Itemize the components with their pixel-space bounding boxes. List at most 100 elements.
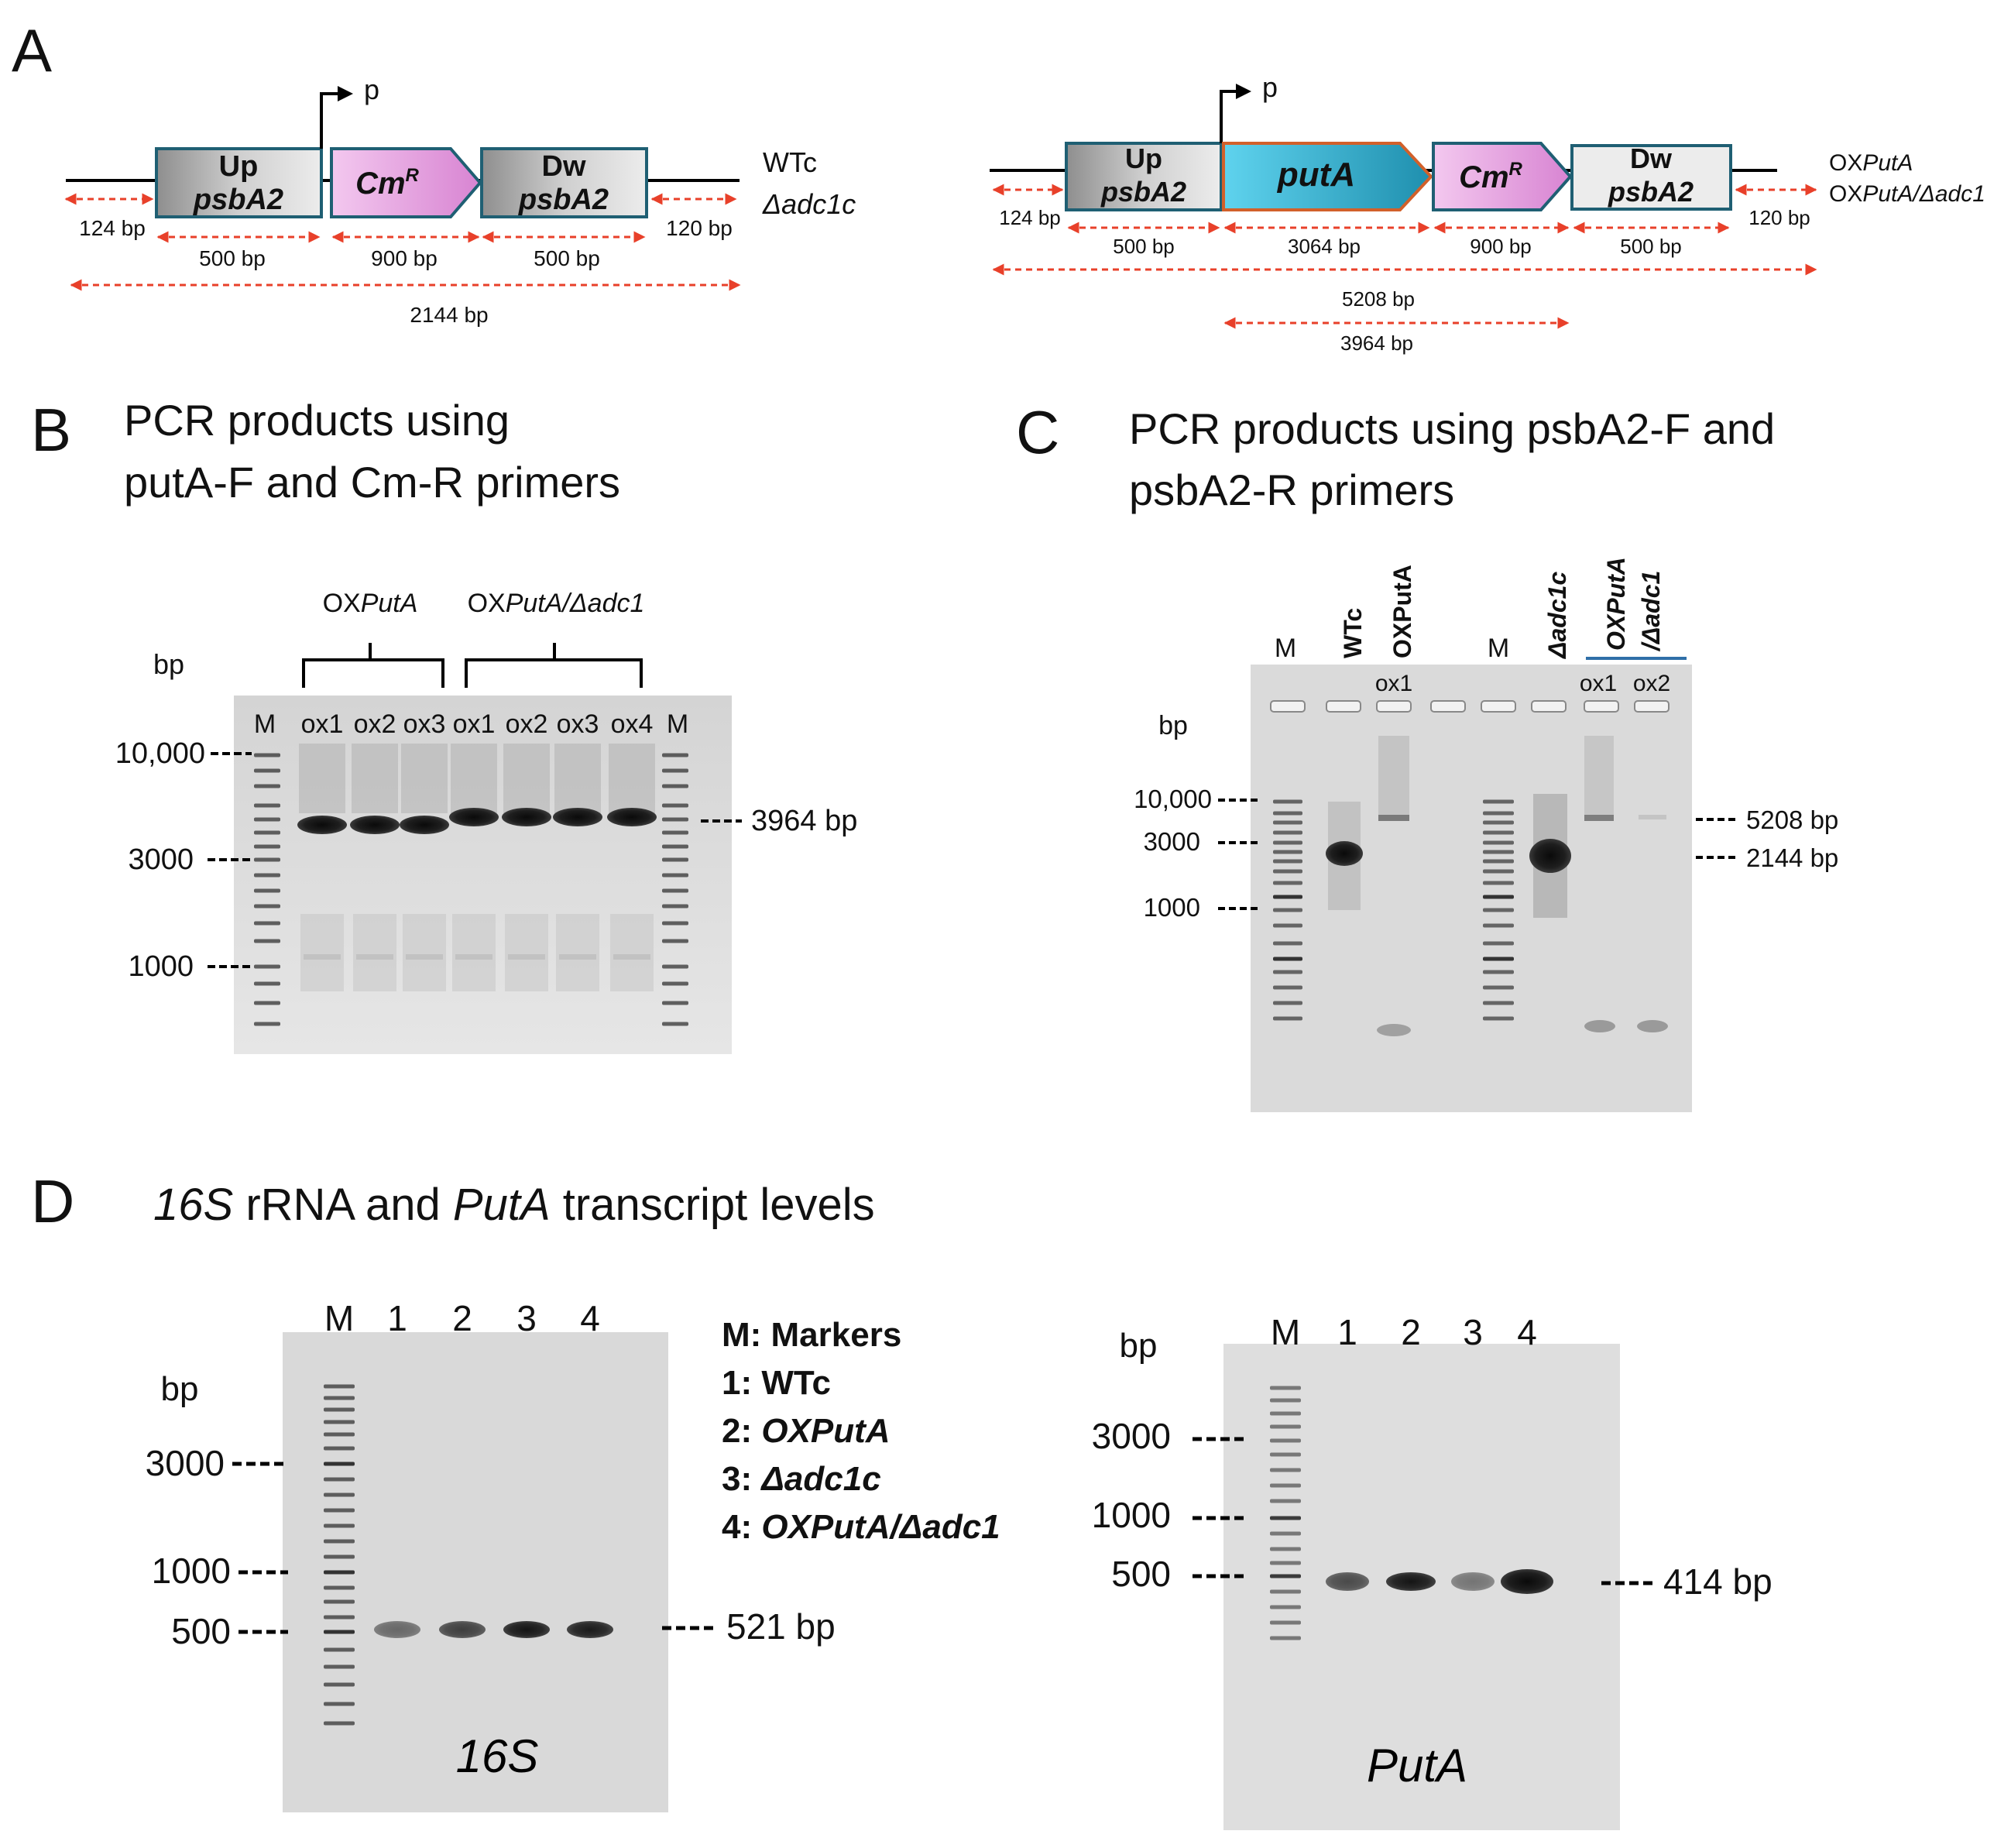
lane-label: 4 [1517,1312,1537,1352]
sub-label-ox1-b: ox1 [1580,671,1617,696]
gel-c-ladder-2-band [1483,895,1514,899]
gel-b-faint-band [613,954,650,960]
gel-c-primer-ox1 [1377,1024,1411,1036]
panel-c: C PCR products using psbA2-F and psbA2-R… [1016,398,1838,1112]
gel-b-smear [503,744,550,813]
gel-b-ladder-left-band [254,964,280,969]
gel-d1-ladder-band [324,1664,355,1669]
gel-b-ladder-left-band [254,768,280,773]
panel-b-title-line2: putA-F and Cm-R primers [124,458,620,507]
gel-c-ladder-2-band [1483,859,1514,864]
gel-d2-ladder-band [1270,1531,1301,1536]
gel-b-smear [299,744,345,813]
gel-b-smear [609,744,655,813]
gel-b-smear-low [452,914,496,991]
gel-c-ladder-1-band [1273,811,1302,816]
gel-c-ladder-1-band [1273,895,1302,899]
lane-label: M [667,709,688,739]
d2-marker-label-500: 500 [1111,1554,1171,1594]
panel-b: B PCR products using putA-F and Cm-R pri… [31,396,857,1054]
gel-c-ladder-2-band [1483,830,1514,835]
gel-d1-ladder-band [324,1702,355,1706]
gel-d2-band-414 [1501,1569,1553,1594]
gel-d1-ladder-band [324,1647,355,1652]
lane-label: ox2 [506,709,548,739]
band-label-414: 414 bp [1663,1561,1772,1602]
gel-c-ladder-2-band [1483,957,1514,961]
unit-label-d2: bp [1120,1327,1158,1365]
gel-b [234,696,732,1054]
lane-label: 4 [580,1298,600,1338]
strain-wtc: WTc [763,146,817,178]
gel-d1-ladder-band [324,1585,355,1590]
gel-c-ladder-2-band [1483,799,1514,804]
gel-c-ladder-1-band [1273,985,1302,990]
c-marker-label-1000: 1000 [1144,893,1200,922]
gel-b-ladder-left-band [254,830,280,835]
gel-b-smear [554,744,601,813]
gel-b-ladder-right-band [662,904,688,909]
gel-d1-ladder-band [324,1599,355,1604]
gel-b-ladder-left-band [254,817,280,822]
lane-header-m1: M [1275,634,1296,663]
gel-c-ladder-1-band [1273,881,1302,885]
gel-d2-ladder-band [1270,1605,1301,1609]
gel-b-ladder-left-band [254,873,280,878]
lane-label: 2 [452,1298,472,1338]
gel-b-ladder-right-band [662,939,688,943]
bracket-ox-puta [302,643,444,688]
unit-label-c: bp [1158,711,1188,740]
panel-b-title-line1: PCR products using [124,396,510,445]
d1-marker-label-3000: 3000 [146,1443,225,1483]
gel-c-well [1481,700,1516,713]
legend-item: M: Markers [722,1316,901,1354]
flank-left-label: 124 bp [79,216,146,240]
gel-d1-ladder-band [324,1554,355,1559]
gel-c-ladder-1-band [1273,923,1302,928]
up-gene-label-right: psbA2 [1100,176,1186,208]
lane-label: 3 [516,1298,537,1338]
gel-b-smear [451,744,497,813]
gel-c-ladder-1-band [1273,850,1302,854]
gel-d2-ladder-band [1270,1561,1301,1565]
gel-d2-content [1270,1386,1553,1640]
group-label-ox-puta-adc1: OXPutA/Δadc1 [468,589,645,618]
cm-resistance-box-left [330,147,482,218]
bracket-ox-puta-adc1 [465,643,643,688]
gel-b-ladder-left-band [254,904,280,909]
seg-cm-label: 900 bp [371,246,438,270]
gel-c-ladder-2-band [1483,811,1514,816]
gel-b-ladder-right-band [662,1001,688,1005]
gel-c-ladder-1-band [1273,859,1302,864]
gel-c-well [1584,700,1619,713]
dw-gene-label-right: psbA2 [1608,176,1694,208]
gel-d1-ladder-band [324,1570,355,1575]
panel-c-letter: C [1016,398,1059,466]
gel-d2-ladder-band [1270,1589,1301,1594]
gel-b-ladder-left-band [254,939,280,943]
gel-b-ladder-left-band [254,888,280,893]
gel-c [1251,665,1692,1112]
gel-c-ladder-1-band [1273,869,1302,874]
legend-item: 2: OXPutA [722,1412,891,1450]
gel-b-ladder-right-band [662,817,688,822]
gel-b-ladder-right-band [662,888,688,893]
band-label-5208: 5208 bp [1746,805,1838,834]
promoter-label: p [364,74,379,105]
gel-c-band-2144-adc1c [1529,839,1571,873]
gel-d2-ladder-band [1270,1438,1301,1443]
gel-b-marker-labels: 10,000 3000 1000 3964 bp [115,737,858,983]
lane-label: 1 [1337,1312,1357,1352]
gel-b-ladder-left-band [254,753,280,757]
gel-c-ladder-2-band [1483,985,1514,990]
gel-d2-ladder-band [1270,1398,1301,1403]
gel-c-ladder-2-band [1483,820,1514,825]
gel-c-content [1270,700,1670,1036]
gel-b-ladder-right-band [662,753,688,757]
gel-b-background [234,696,732,1054]
